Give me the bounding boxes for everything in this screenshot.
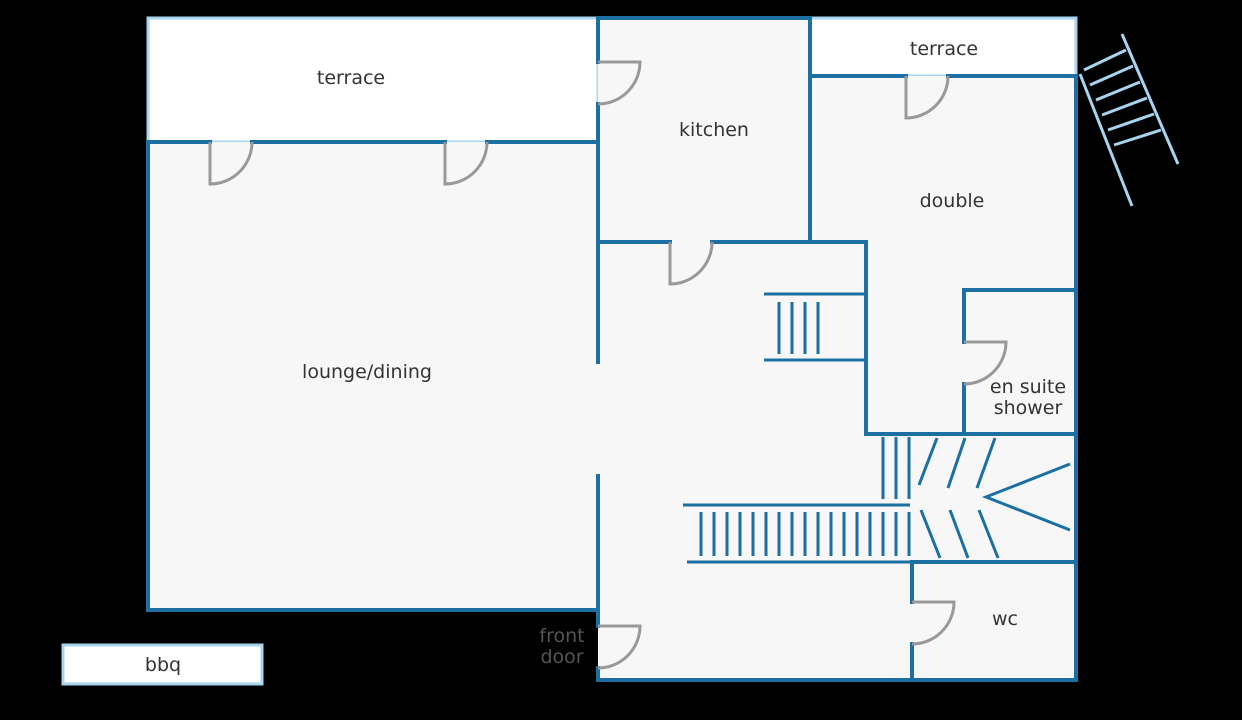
door-wc[interactable] [911, 600, 956, 646]
label-wc: wc [992, 608, 1018, 630]
label-ensuite-1: en suite [990, 376, 1066, 398]
label-ensuite-2: shower [994, 397, 1063, 419]
stairs-upper [764, 292, 864, 362]
label-kitchen: kitchen [679, 119, 749, 141]
exterior-ladder [1078, 33, 1180, 207]
bbq-area [61, 643, 264, 686]
door-front[interactable] [597, 624, 642, 670]
doors [208, 60, 1008, 670]
door-kitchen-terrace[interactable] [597, 60, 642, 106]
label-terrace-small: terrace [910, 38, 978, 60]
label-terrace-main: terrace [317, 67, 385, 89]
terrace-small-area [808, 16, 1078, 78]
door-kitchen-hall[interactable] [668, 241, 714, 286]
label-lounge-dining: lounge/dining [302, 361, 432, 383]
door-ensuite[interactable] [963, 340, 1008, 386]
door-terrace-left[interactable] [208, 141, 254, 186]
walls [146, 16, 1078, 682]
stairs-main [683, 437, 1071, 564]
label-bbq: bbq [145, 654, 181, 676]
label-double: double [920, 190, 985, 212]
door-terrace-right[interactable] [443, 141, 489, 186]
label-front-door-1: front [539, 625, 584, 647]
label-front-door-2: door [540, 646, 583, 668]
door-double-terrace[interactable] [904, 75, 950, 120]
terrace-main-area [146, 16, 600, 144]
